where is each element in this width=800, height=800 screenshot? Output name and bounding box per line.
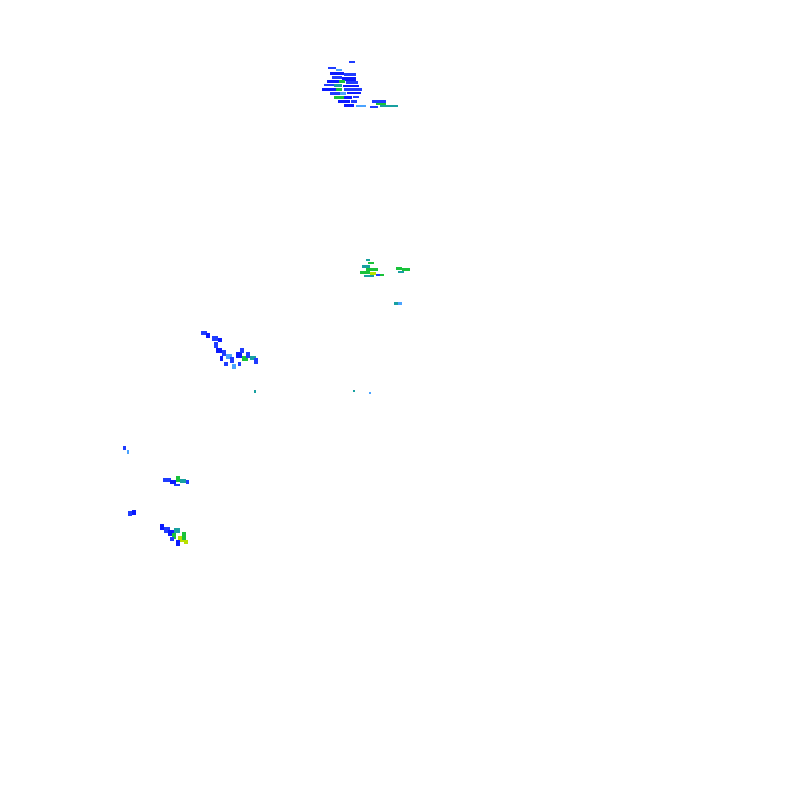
echo-pixel (339, 80, 345, 83)
echo-pixel (353, 390, 355, 392)
echo-pixel (218, 338, 222, 342)
echo-pixel (212, 336, 218, 341)
echo-pixel (240, 348, 244, 353)
echo-cluster-west-central-band (201, 331, 258, 369)
echo-cluster-north-cell (322, 61, 398, 108)
echo-pixel (356, 105, 366, 107)
echo-pixel (380, 274, 384, 276)
echo-pixel (340, 92, 346, 95)
echo-pixel (330, 92, 340, 95)
echo-pixel (164, 527, 170, 533)
echo-pixel (343, 85, 359, 87)
echo-pixel (336, 69, 342, 71)
echo-pixel (250, 356, 256, 360)
echo-pixel (328, 67, 336, 69)
echo-pixel (369, 392, 371, 394)
echo-pixel (322, 88, 336, 91)
echo-pixel (344, 88, 362, 91)
echo-pixel (201, 331, 207, 335)
echo-pixel (346, 81, 358, 84)
echo-pixel (238, 362, 241, 366)
echo-pixel (402, 268, 410, 271)
echo-pixel (394, 302, 400, 305)
echo-pixel (396, 267, 402, 270)
echo-pixel (376, 274, 382, 276)
echo-pixel (368, 262, 374, 264)
echo-pixel (342, 77, 356, 81)
echo-pixel (344, 73, 356, 76)
echo-pixel (232, 364, 236, 369)
echo-pixel (353, 96, 359, 98)
echo-pixel (344, 104, 354, 107)
echo-pixel (330, 72, 344, 75)
echo-pixel (180, 479, 186, 483)
echo-pixel (220, 356, 223, 361)
echo-cluster-central-east-cell (360, 259, 410, 277)
echo-pixel (216, 348, 222, 353)
echo-pixel (366, 268, 378, 271)
echo-pixel (332, 76, 342, 79)
echo-pixel (168, 530, 174, 536)
echo-pixel (186, 480, 189, 484)
echo-pixel (336, 88, 342, 91)
echo-pixel (360, 271, 370, 274)
echo-pixel (370, 272, 376, 275)
echo-pixel (214, 342, 218, 348)
echo-pixel (364, 275, 374, 277)
echo-pixel (372, 100, 386, 103)
echo-pixel (334, 96, 344, 99)
echo-pixel (398, 271, 404, 273)
echo-pixel (324, 84, 334, 86)
echo-pixel (160, 524, 164, 530)
echo-pixel (206, 333, 210, 338)
echo-pixel (226, 354, 232, 359)
echo-pixel (236, 352, 242, 358)
echo-pixel (184, 540, 188, 544)
echo-pixel (254, 390, 256, 393)
echo-pixel (123, 446, 126, 450)
echo-pixel (176, 476, 180, 482)
echo-pixel (178, 536, 184, 542)
echo-pixel (174, 484, 180, 486)
echo-pixel (224, 362, 228, 366)
echo-pixel (327, 80, 339, 83)
echo-pixel (254, 358, 258, 364)
echo-pixel (334, 84, 342, 87)
echo-cluster-southwest-speck-cells (128, 510, 136, 516)
echo-pixel (376, 103, 386, 105)
echo-cluster-southwest-small-cell (123, 446, 189, 486)
echo-pixel (380, 105, 398, 107)
echo-pixel (174, 528, 180, 533)
echo-pixel (132, 510, 136, 515)
echo-pixel (338, 100, 350, 103)
echo-pixel (222, 350, 226, 356)
echo-pixel (242, 356, 248, 361)
echo-cluster-central-specks (254, 390, 371, 394)
echo-cluster-south-west-cell (160, 524, 188, 546)
echo-pixel (344, 96, 352, 99)
echo-pixel (170, 480, 176, 484)
echo-pixel (347, 92, 361, 94)
echo-pixel (230, 357, 234, 363)
echo-cluster-east-speck-cell (394, 302, 402, 305)
echo-pixel (182, 532, 186, 540)
echo-pixel (366, 259, 370, 261)
echo-pixel (246, 352, 250, 358)
echo-pixel (362, 265, 370, 268)
echo-pixel (176, 540, 180, 546)
echo-pixel (370, 106, 378, 108)
echo-pixel (398, 302, 402, 305)
echo-pixel (351, 100, 357, 103)
echo-pixel (170, 537, 174, 541)
echo-pixel (349, 61, 355, 63)
echo-pixel (127, 450, 129, 454)
echo-pixel (163, 478, 171, 482)
echo-pixel (128, 511, 132, 516)
echo-pixel (172, 533, 176, 539)
